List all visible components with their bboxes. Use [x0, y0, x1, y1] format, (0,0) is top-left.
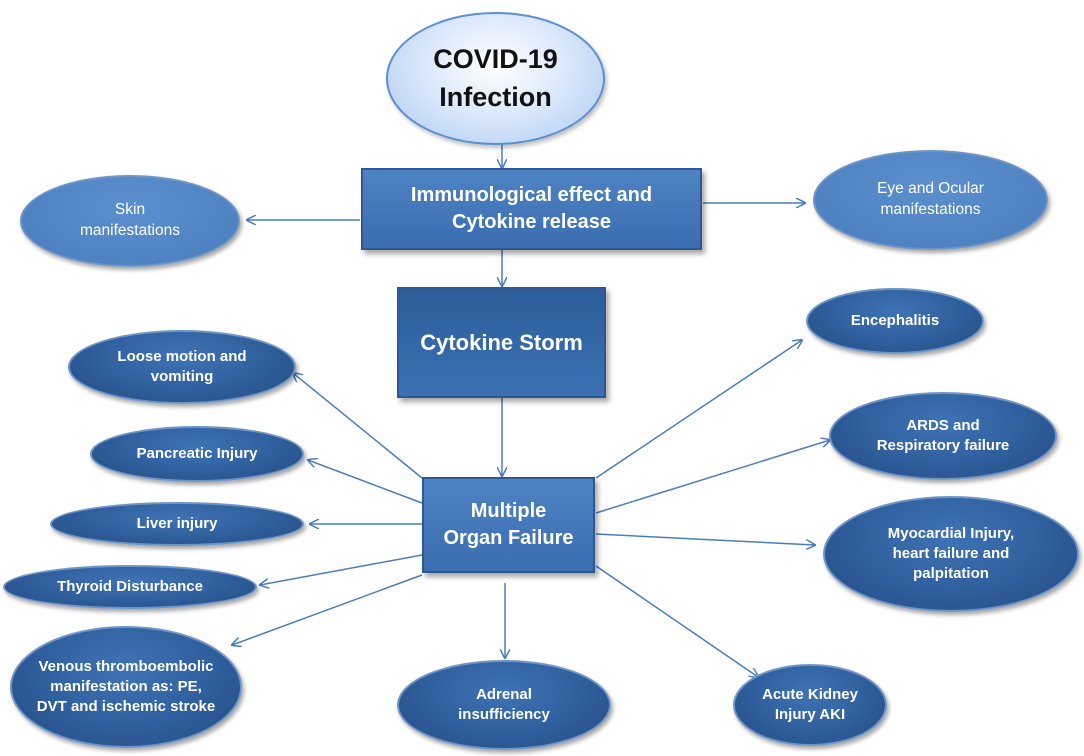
- immunological-label-line1: Immunological effect and: [410, 184, 653, 206]
- multiple-organ-failure-node: Multiple Organ Failure: [422, 477, 595, 573]
- ards-label-line2: Respiratory failure: [876, 437, 1010, 454]
- arrow-mof-to-myocardial: [595, 533, 815, 545]
- arrow-mof-to-loose-motion: [293, 373, 423, 479]
- venous-label-line3: DVT and ischemic stroke: [36, 698, 216, 716]
- arrow-mof-to-kidney: [595, 565, 758, 677]
- arrow-mof-to-ards: [595, 440, 830, 514]
- thyroid-label: Thyroid Disturbance: [57, 577, 203, 595]
- covid-label-line2: Infection: [439, 81, 552, 112]
- ards-node: ARDS and Respiratory failure: [829, 392, 1057, 480]
- adrenal-label-line2: insufficiency: [458, 706, 550, 723]
- immunological-label-line2: Cytokine release: [452, 211, 611, 233]
- skin-label-line2: manifestations: [80, 222, 180, 239]
- eye-label-line2: manifestations: [880, 201, 981, 218]
- cytokine-storm-label: Cytokine Storm: [420, 329, 583, 355]
- encephalitis-label: Encephalitis: [850, 311, 940, 329]
- arrow-mof-to-encephalitis: [595, 340, 802, 479]
- skin-manifestations-node: Skin manifestations: [20, 175, 240, 267]
- eye-ocular-node: Eye and Ocular manifestations: [813, 150, 1048, 250]
- ards-label-line1: ARDS and: [906, 416, 980, 434]
- myocardial-label-line3: palpitation: [913, 565, 989, 583]
- loose-motion-label-line2: vomiting: [150, 368, 214, 385]
- arrow-mof-to-thyroid: [260, 554, 423, 585]
- encephalitis-node: Encephalitis: [806, 288, 984, 354]
- myocardial-label-line2: heart failure and: [892, 544, 1010, 562]
- loose-motion-label-line1: Loose motion and: [117, 347, 247, 365]
- myocardial-label-line1: Myocardial Injury,: [887, 524, 1015, 542]
- myocardial-injury-node: Myocardial Injury, heart failure and pal…: [823, 496, 1079, 612]
- covid-infection-node: COVID-19 Infection: [386, 12, 605, 145]
- loose-motion-node: Loose motion and vomiting: [68, 330, 296, 404]
- skin-label-line1: Skin: [114, 201, 146, 219]
- pancreatic-injury-node: Pancreatic Injury: [90, 426, 304, 482]
- eye-label-line1: Eye and Ocular: [877, 180, 984, 198]
- venous-thromboembolic-node: Venous thromboembolic manifestation as: …: [10, 626, 242, 748]
- liver-injury-node: Liver injury: [50, 502, 304, 546]
- thyroid-disturbance-node: Thyroid Disturbance: [3, 565, 257, 609]
- acute-kidney-injury-node: Acute Kidney Injury AKI: [733, 664, 887, 746]
- adrenal-label-line1: Adrenal: [476, 685, 532, 703]
- venous-label-line2: manifestation as: PE,: [50, 677, 202, 695]
- kidney-label-line1: Acute Kidney: [762, 685, 858, 703]
- adrenal-insufficiency-node: Adrenal insufficiency: [397, 660, 611, 750]
- pancreatic-label: Pancreatic Injury: [136, 444, 258, 462]
- cytokine-storm-node: Cytokine Storm: [397, 287, 606, 398]
- immunological-effect-node: Immunological effect and Cytokine releas…: [361, 168, 702, 250]
- covid-label-line1: COVID-19: [433, 43, 558, 74]
- arrow-mof-to-pancreatic: [308, 460, 423, 504]
- mof-label-line2: Organ Failure: [443, 527, 574, 549]
- kidney-label-line2: Injury AKI: [774, 706, 846, 723]
- liver-label: Liver injury: [136, 514, 218, 532]
- venous-label-line1: Venous thromboembolic: [38, 657, 214, 675]
- arrow-mof-to-venous: [232, 574, 423, 645]
- mof-label-line1: Multiple: [470, 500, 547, 522]
